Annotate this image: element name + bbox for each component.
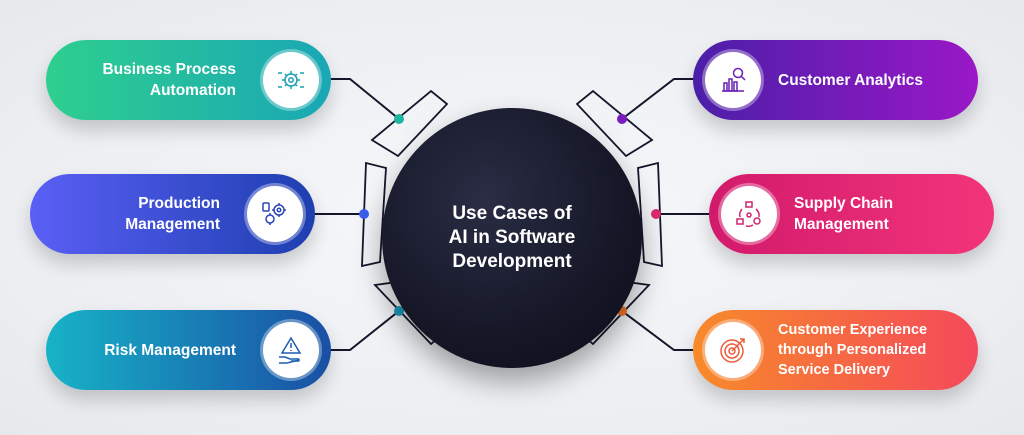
pill-customer-experience: Customer Experience through Personalized… [693, 310, 978, 390]
pill-business-process-automation: Business Process Automation [46, 40, 331, 120]
center-title: Use Cases of AI in Software Development [422, 202, 602, 274]
center-circle: Use Cases of AI in Software Development [382, 108, 642, 368]
connector-customer-analytics [621, 78, 694, 120]
arc-segment-mid-right [637, 161, 663, 268]
pill-supply-chain-management: Supply Chain Management [709, 174, 994, 254]
label-line: Risk Management [104, 341, 236, 359]
label-line: Supply Chain [794, 195, 894, 212]
center-title-line: AI in Software [448, 227, 576, 248]
label-line: Service Delivery [778, 362, 891, 378]
label-line: Customer Analytics [778, 71, 923, 89]
production-gears-icon [247, 186, 303, 242]
dot-business-process [394, 114, 404, 124]
risk-warning-hand-icon [263, 322, 319, 378]
supply-chain-cycle-icon [721, 186, 777, 242]
dot-customer-analytics [617, 114, 627, 124]
pill-production-management: Production Management [30, 174, 315, 254]
pill-customer-analytics: Customer Analytics [693, 40, 978, 120]
automation-gears-icon [263, 52, 319, 108]
connector-risk [330, 310, 400, 351]
label-line: Management [125, 216, 220, 233]
arc-segment-top-left [370, 89, 449, 158]
connector-business-process [330, 78, 400, 120]
pill-risk-management: Risk Management [46, 310, 331, 390]
target-arrow-icon [705, 322, 761, 378]
label-line: Production [138, 195, 220, 212]
dot-risk [394, 306, 404, 316]
center-title-line: Development [452, 251, 572, 272]
label-line: Automation [149, 82, 236, 99]
dot-production [359, 209, 369, 219]
label-line: through Personalized [778, 342, 927, 358]
arc-segment-top-right [575, 89, 654, 158]
dot-supply-chain [651, 209, 661, 219]
center-title-line: Use Cases of [452, 203, 572, 224]
analytics-chart-magnifier-icon [705, 52, 761, 108]
label-line: Management [794, 216, 889, 233]
label-line: Business Process [102, 61, 236, 78]
label-line: Customer Experience [778, 322, 928, 338]
arc-segment-mid-left [361, 161, 387, 268]
connector-customer-experience [621, 310, 694, 351]
